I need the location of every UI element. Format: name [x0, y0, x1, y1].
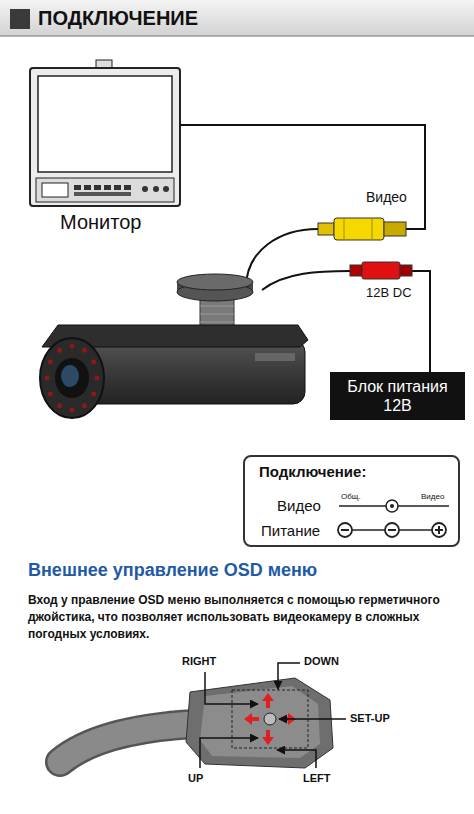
direction-label: DOWN: [304, 655, 339, 668]
signal-label: 12В DC: [366, 286, 412, 301]
direction-label: UP: [188, 772, 203, 785]
power-connector: [350, 262, 412, 279]
note-paragraph: Вход у правление OSD меню выполняется с …: [28, 592, 456, 643]
direction-label: RIGHT: [182, 655, 216, 668]
page-title: ПОДКЛЮЧЕНИЕ: [38, 7, 198, 30]
monitor-drawing: [30, 60, 180, 206]
direction-label: SET-UP: [350, 712, 390, 725]
video-connector: [318, 218, 406, 240]
direction-label: LEFT: [303, 772, 331, 785]
leader-lines: [200, 663, 346, 768]
joystick-drawing: [60, 678, 333, 768]
connection-legend-box: Подключение: Видео Общ. ВидеоПитание: [243, 455, 460, 547]
camera-drawing: [40, 274, 308, 418]
legend-heading: Подключение:: [259, 463, 366, 480]
power-supply-box: Блок питания 12В: [330, 372, 465, 420]
device-label: Монитор: [60, 211, 141, 234]
terminal-label: Видео: [421, 492, 444, 501]
signal-label: Видео: [366, 189, 407, 205]
terminal-label: Общ.: [341, 492, 361, 501]
section-heading: Внешнее управление OSD меню: [28, 560, 317, 581]
header-band: [0, 0, 474, 36]
row-label: Видео: [277, 497, 321, 514]
box-text: Блок питания 12В: [336, 377, 459, 415]
row-label: Питание: [261, 522, 320, 539]
